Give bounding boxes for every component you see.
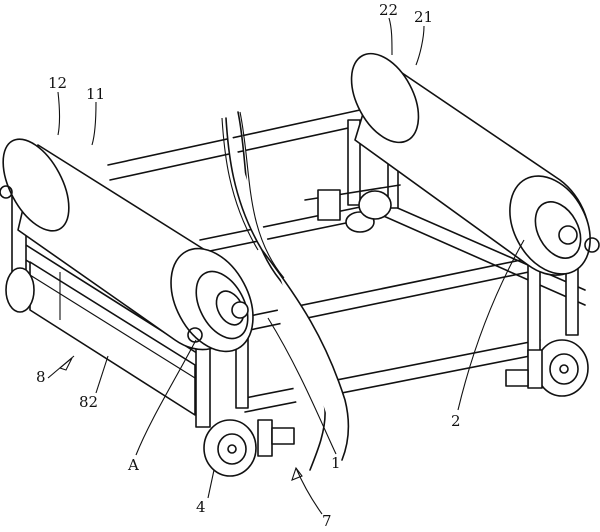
far-frame: [107, 109, 586, 306]
label-82: 82: [79, 393, 98, 411]
leader-lines: [47, 17, 525, 515]
label-11: 11: [86, 85, 105, 103]
label-8: 8: [36, 368, 46, 386]
wheels: [5, 190, 589, 477]
label-22: 22: [379, 1, 398, 19]
reference-labels: 22 21 12 11 8 82 A 4 1 7 2: [36, 1, 461, 530]
wheel-back-left: [5, 267, 35, 313]
label-A: A: [127, 456, 139, 474]
roller-21: [350, 52, 600, 276]
label-21: 21: [414, 8, 433, 26]
label-4: 4: [196, 498, 206, 516]
label-12: 12: [48, 74, 67, 92]
wheel-front-right: [505, 339, 589, 397]
wheel-front-left: [203, 419, 295, 477]
wheel-back-right: [358, 190, 392, 220]
label-2: 2: [451, 412, 461, 430]
label-7: 7: [322, 512, 332, 530]
roller-11: [0, 138, 254, 353]
label-1: 1: [331, 454, 341, 472]
